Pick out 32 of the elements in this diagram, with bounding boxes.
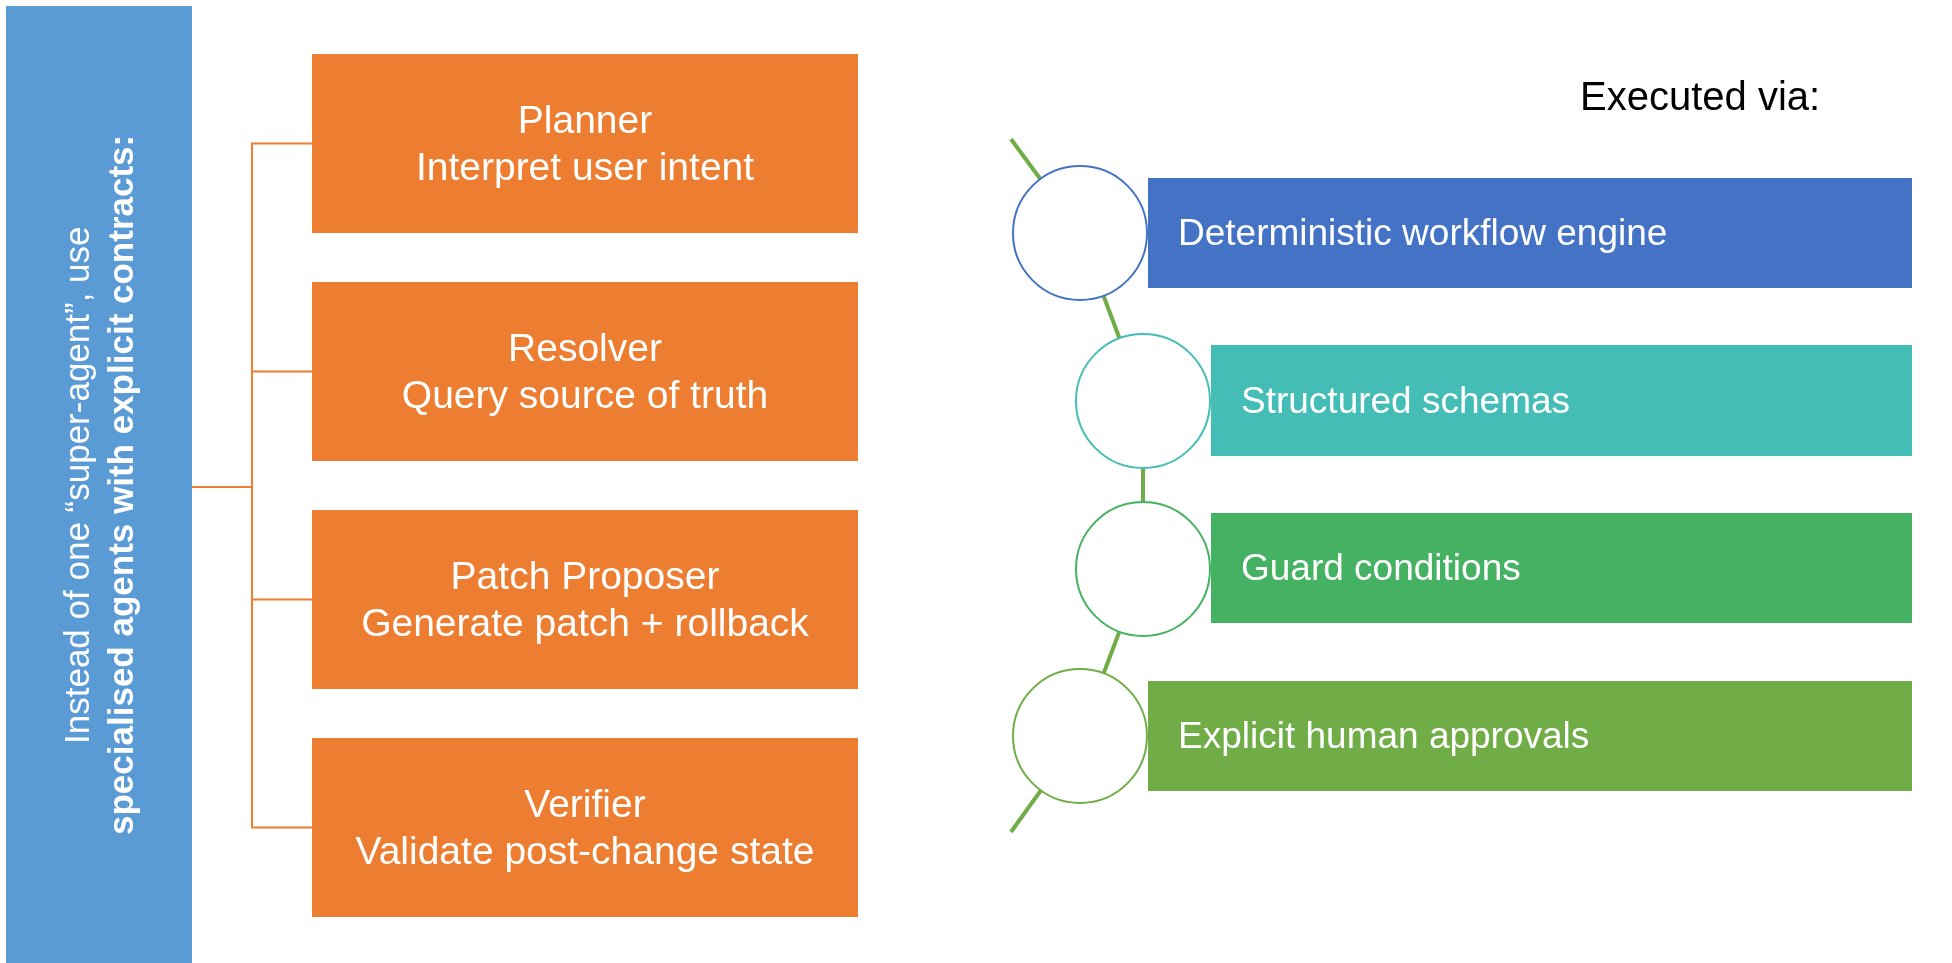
agent-box — [312, 738, 858, 917]
step-bar — [1211, 513, 1912, 623]
step-text: Structured schemas — [1241, 379, 1571, 422]
circle-marker — [1074, 500, 1212, 638]
agent-name: Resolver — [508, 324, 662, 371]
connector-line — [1101, 295, 1122, 339]
agent-box — [312, 54, 858, 233]
step-bar — [1148, 178, 1912, 288]
banner-panel — [6, 6, 192, 963]
circle-marker — [1011, 667, 1149, 805]
agent-description: Validate post-change state — [355, 827, 815, 874]
connector-line — [1009, 137, 1042, 181]
connector-line — [1009, 789, 1043, 834]
banner-text: Instead of one “super-agent”, use specialised agents with explicit contracts: — [56, 133, 141, 837]
agent-name: Patch Proposer — [450, 552, 720, 599]
agent-description: Query source of truth — [401, 371, 769, 418]
step-bar — [1148, 681, 1912, 791]
connector-line — [1141, 468, 1145, 502]
agent-box — [312, 282, 858, 461]
agent-name: Verifier — [524, 780, 646, 827]
step-bar — [1211, 345, 1912, 456]
connector-line — [1101, 631, 1122, 674]
agent-box — [312, 510, 858, 689]
circle-marker — [1074, 332, 1212, 470]
step-text: Deterministic workflow engine — [1178, 212, 1668, 254]
step-text: Explicit human approvals — [1178, 715, 1590, 757]
heading-text: Executed via: — [1580, 74, 1821, 119]
circle-marker — [1011, 164, 1149, 302]
agent-name: Planner — [517, 96, 653, 143]
agent-description: Generate patch + rollback — [361, 599, 809, 646]
agent-description: Interpret user intent — [415, 143, 755, 190]
step-text: Guard conditions — [1241, 547, 1521, 589]
